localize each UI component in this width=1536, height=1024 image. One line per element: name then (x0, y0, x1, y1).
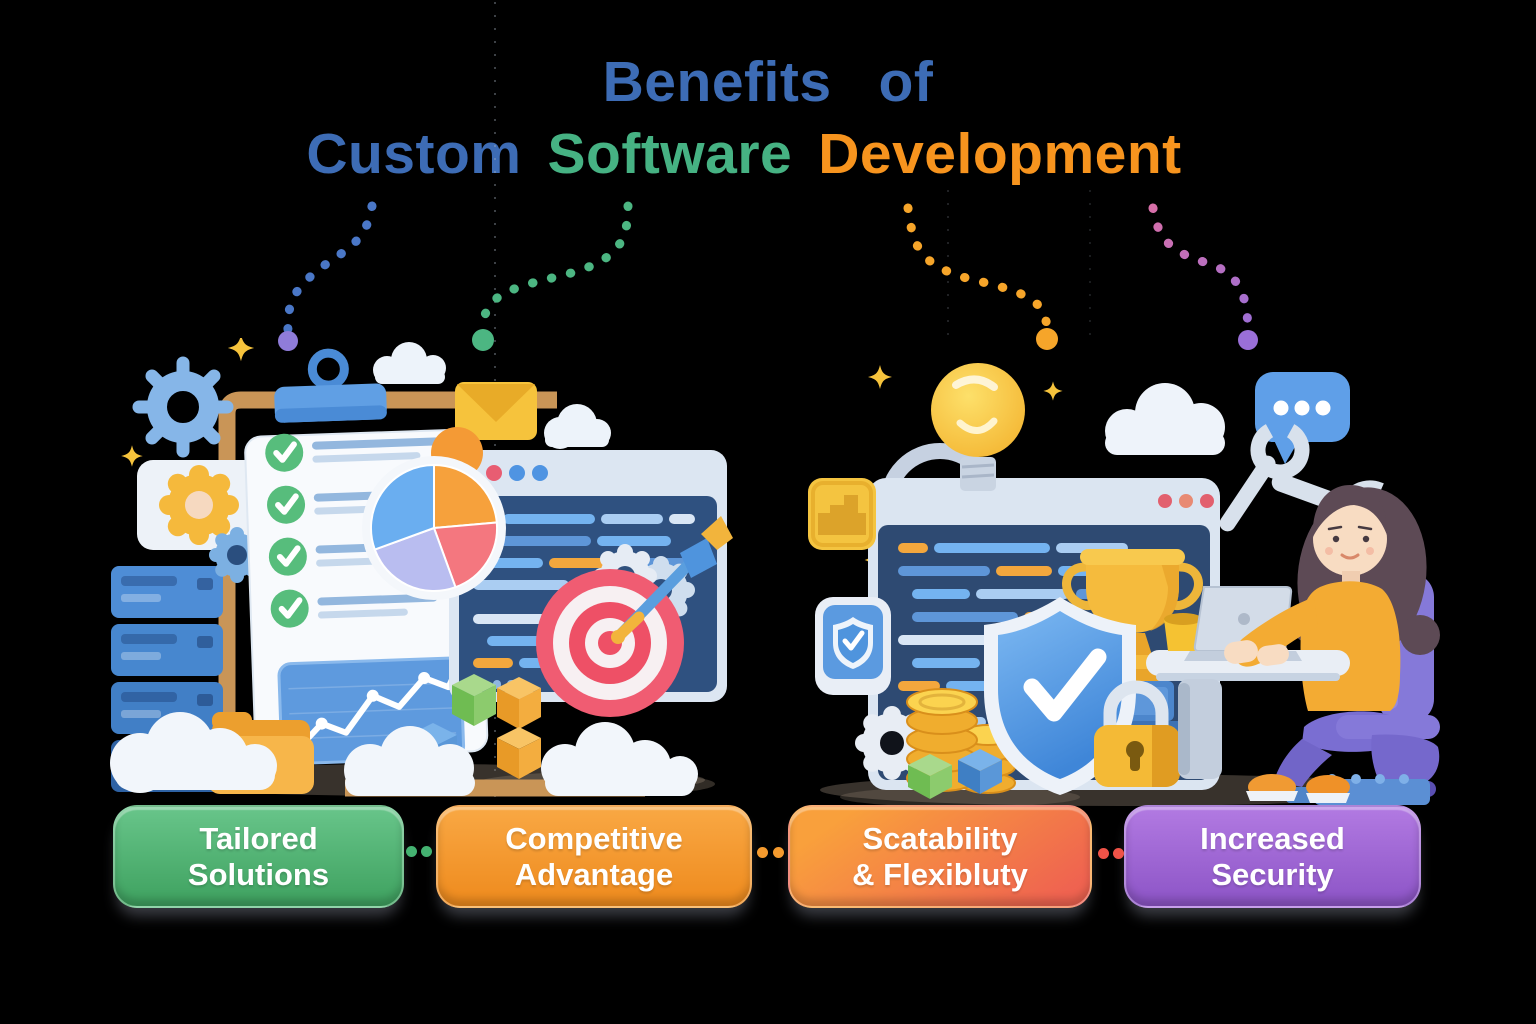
cloud-icon (1105, 383, 1225, 455)
window-dot-red (486, 465, 502, 481)
window-dot-blue (509, 465, 525, 481)
benefit-label: Scatability& Flexibluty (852, 820, 1028, 892)
blue-gear-icon (209, 527, 265, 583)
shield-badge-icon (815, 597, 891, 695)
divider-dot (1098, 848, 1109, 859)
padlock-icon (1094, 680, 1180, 787)
coin-stacks-icon (906, 688, 1016, 799)
checklist-row (270, 589, 438, 628)
connector-tailored-solutions (278, 201, 377, 351)
face (1313, 502, 1387, 576)
ground-shadow (840, 787, 1080, 807)
window-dot-blue (532, 465, 548, 481)
dart-head (680, 538, 717, 578)
building-app-icon (808, 478, 876, 550)
title-word-development: Development (818, 122, 1182, 186)
chat-bubble-icon (1255, 372, 1350, 464)
sweater (1300, 581, 1401, 711)
window-dot-red (1158, 494, 1172, 508)
window-dot-red (1200, 494, 1214, 508)
connector-scatability-flexibluty (903, 203, 1058, 350)
benefit-card-scatability-flexibluty: Scatability& Flexibluty (788, 805, 1092, 908)
left-scene-custom-software-workspace (110, 338, 733, 797)
title-word-custom: Custom (306, 122, 522, 186)
arm-and-hands (1224, 597, 1318, 667)
checklist-row (265, 433, 452, 472)
cloud-icon (373, 342, 446, 384)
right-scene-developer-at-desk (808, 363, 1440, 807)
title-word-of: of (878, 50, 934, 114)
title-word-software: Software (547, 122, 793, 186)
clip-ring (307, 348, 349, 390)
divider-dot (773, 847, 784, 858)
target-with-dart-icon (536, 516, 733, 717)
cloud-icon (110, 712, 698, 796)
connector-competitive-advantage (472, 201, 633, 351)
pie-chart-icon (362, 456, 506, 600)
slippers-icon (1246, 774, 1350, 803)
yellow-gear-icon (159, 465, 239, 545)
cloud-icon (544, 404, 611, 449)
wrench-icon (1219, 420, 1310, 532)
divider-dot (1113, 848, 1124, 859)
divider-dot (406, 846, 417, 857)
title-word-benefits: Benefits (602, 50, 832, 114)
envelope-icon (455, 382, 537, 440)
window-dot-red (1179, 494, 1193, 508)
divider-dot (421, 846, 432, 857)
sketch-gear-icon (132, 356, 234, 458)
lightbulb-icon (931, 363, 1025, 491)
connector-increased-security (1148, 203, 1258, 350)
divider-dot (757, 847, 768, 858)
